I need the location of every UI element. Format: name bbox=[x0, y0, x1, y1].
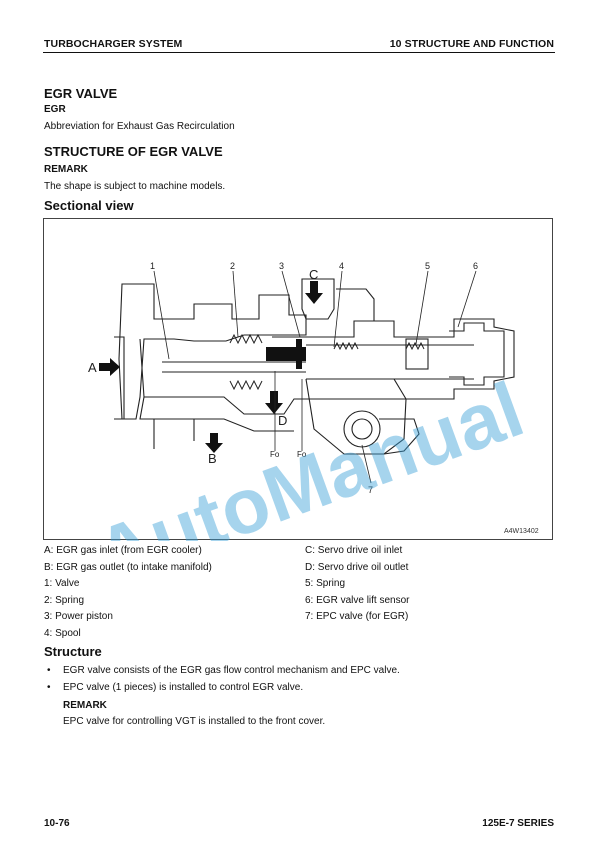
callout-c: C bbox=[309, 267, 318, 282]
structure-remark-label: REMARK bbox=[63, 700, 107, 711]
sectional-view-figure: 1 2 3 4 5 6 7 Fo Fo A C D B A4W13402 Aut… bbox=[43, 218, 553, 541]
figure-code: A4W13402 bbox=[504, 528, 539, 535]
caption-a: A: EGR gas inlet (from EGR cooler) bbox=[44, 545, 202, 556]
callout-7: 7 bbox=[368, 485, 373, 495]
callout-b: B bbox=[208, 451, 217, 466]
callout-1: 1 bbox=[150, 261, 155, 271]
caption-b: B: EGR gas outlet (to intake manifold) bbox=[44, 562, 212, 573]
callout-fo-left: Fo bbox=[270, 450, 280, 459]
bullet-marker-1: • bbox=[47, 665, 51, 676]
callout-3: 3 bbox=[279, 261, 284, 271]
header-section-title: TURBOCHARGER SYSTEM bbox=[44, 38, 183, 50]
caption-5: 5: Spring bbox=[305, 578, 346, 589]
caption-2: 2: Spring bbox=[44, 595, 85, 606]
bullet-text-1: EGR valve consists of the EGR gas flow c… bbox=[63, 665, 400, 676]
egr-valve-drawing: 1 2 3 4 5 6 7 Fo Fo A C D B A4W13402 Aut… bbox=[85, 261, 539, 541]
callout-fo-right: Fo bbox=[297, 450, 307, 459]
structure-remark-text: EPC valve for controlling VGT is install… bbox=[63, 716, 326, 727]
caption-7: 7: EPC valve (for EGR) bbox=[305, 611, 409, 622]
callout-d: D bbox=[278, 413, 287, 428]
header-chapter-title: 10 STRUCTURE AND FUNCTION bbox=[389, 38, 554, 50]
caption-d: D: Servo drive oil outlet bbox=[305, 562, 409, 573]
watermark: AutoManual bbox=[85, 365, 534, 541]
callout-5: 5 bbox=[425, 261, 430, 271]
remark-label: REMARK bbox=[44, 164, 88, 175]
bullet-marker-2: • bbox=[47, 682, 51, 693]
caption-1: 1: Valve bbox=[44, 578, 80, 589]
egr-valve-heading: EGR VALVE bbox=[44, 86, 118, 101]
caption-c: C: Servo drive oil inlet bbox=[305, 545, 403, 556]
caption-6: 6: EGR valve lift sensor bbox=[305, 595, 410, 606]
sectional-view-heading: Sectional view bbox=[44, 198, 134, 213]
callout-4: 4 bbox=[339, 261, 344, 271]
caption-3: 3: Power piston bbox=[44, 611, 113, 622]
footer-series: 125E-7 SERIES bbox=[482, 818, 554, 829]
structure-of-egr-heading: STRUCTURE OF EGR VALVE bbox=[44, 144, 223, 159]
callout-2: 2 bbox=[230, 261, 235, 271]
header-rule bbox=[43, 52, 555, 53]
bullet-text-2: EPC valve (1 pieces) is installed to con… bbox=[63, 682, 304, 693]
egr-term: EGR bbox=[44, 104, 66, 115]
remark-text: The shape is subject to machine models. bbox=[44, 181, 226, 192]
egr-definition: Abbreviation for Exhaust Gas Recirculati… bbox=[44, 121, 235, 132]
structure-heading: Structure bbox=[44, 644, 102, 659]
callout-a: A bbox=[88, 360, 97, 375]
caption-4: 4: Spool bbox=[44, 628, 81, 639]
callout-6: 6 bbox=[473, 261, 478, 271]
footer-page-number: 10-76 bbox=[44, 818, 70, 829]
